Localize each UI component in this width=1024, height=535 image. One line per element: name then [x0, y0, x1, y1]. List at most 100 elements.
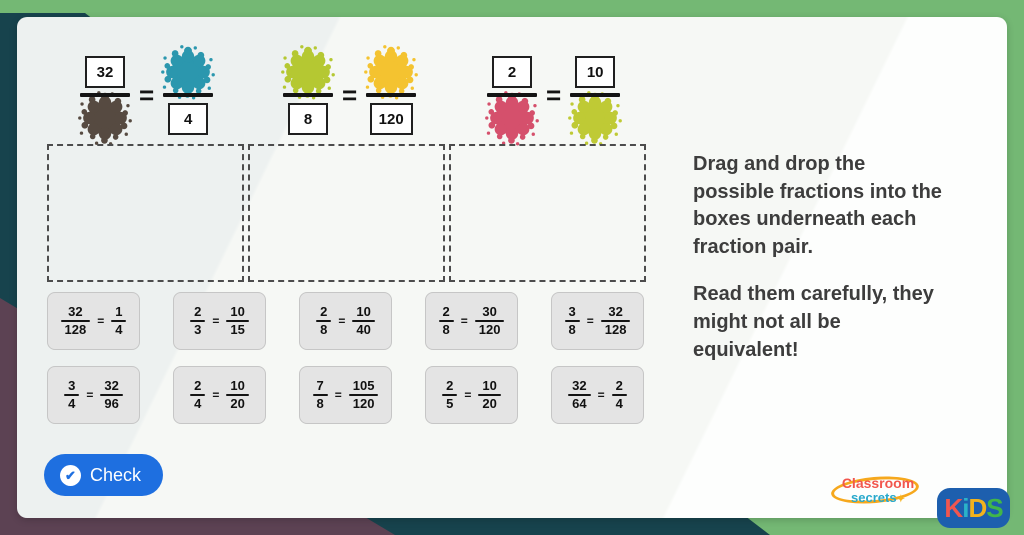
card-numerator: 10 — [482, 377, 497, 393]
card-numerator: 10 — [356, 303, 371, 319]
kids-letter-d: D — [968, 493, 987, 523]
secrets-logo-text: secrets✦ — [851, 490, 905, 505]
yellow-splat-icon — [364, 45, 419, 100]
check-button[interactable]: ✔ Check — [44, 454, 164, 496]
card-numerator: 1 — [115, 303, 123, 319]
card-numerator: 105 — [352, 377, 375, 393]
card-denominator: 4 — [615, 396, 623, 411]
equals-sign: = — [342, 80, 358, 110]
instructions-paragraph-1: Drag and drop the possible fractions int… — [693, 153, 942, 258]
instructions-text: Drag and drop the possible fractions int… — [693, 151, 993, 384]
card-denominator: 5 — [446, 396, 454, 411]
equals-sign: = — [586, 314, 594, 328]
card-denominator: 8 — [442, 322, 450, 337]
lime-splat-icon — [568, 91, 623, 146]
card-numerator: 10 — [230, 377, 245, 393]
card-denominator: 120 — [352, 396, 375, 411]
brown-splat-icon — [78, 91, 132, 146]
fraction-pair-2: 8 = 120 — [280, 45, 419, 142]
denominator-box: 4 — [168, 103, 209, 135]
card-denominator: 8 — [568, 322, 576, 337]
drop-zone-3[interactable] — [449, 144, 646, 282]
card-numerator: 32 — [68, 303, 83, 319]
card-denominator: 40 — [356, 322, 371, 337]
check-circle-icon: ✔ — [60, 464, 81, 486]
equals-sign: = — [97, 314, 105, 328]
card-numerator: 32 — [104, 377, 119, 393]
classroom-secrets-logo: Classroom secrets✦ — [830, 473, 925, 516]
card-numerator: 3 — [568, 303, 576, 319]
pair3-left-fraction: 2 — [484, 48, 540, 146]
star-icon: ✦ — [896, 494, 905, 505]
card-numerator: 2 — [446, 377, 454, 393]
card-denominator: 20 — [230, 396, 245, 411]
denominator-box: 8 — [288, 103, 328, 135]
fraction-bar — [163, 93, 214, 97]
fraction-card-1[interactable]: 32 128 = 1 4 — [47, 292, 140, 350]
card-numerator: 2 — [194, 377, 202, 393]
card-numerator: 3 — [68, 377, 76, 393]
card-numerator: 30 — [482, 303, 497, 319]
equals-sign: = — [460, 314, 468, 328]
fraction-pair-1: 32 = 4 — [77, 45, 216, 146]
fraction-card-6[interactable]: 3 4 = 32 96 — [47, 366, 140, 424]
card-denominator: 3 — [194, 322, 202, 337]
check-button-label: Check — [90, 464, 142, 485]
fraction-bar — [570, 93, 621, 97]
card-denominator: 4 — [115, 322, 123, 337]
card-denominator: 128 — [604, 322, 627, 337]
pair1-left-fraction: 32 — [77, 48, 133, 146]
fraction-card-5[interactable]: 3 8 = 32 128 — [551, 292, 644, 350]
drop-zone-2[interactable] — [248, 144, 445, 282]
kids-letter-s: S — [986, 493, 1003, 523]
card-numerator: 2 — [320, 303, 328, 319]
pair2-right-fraction: 120 — [363, 45, 419, 142]
pink-splat-icon — [485, 91, 539, 146]
equals-sign: = — [86, 388, 94, 402]
card-numerator: 7 — [316, 377, 324, 393]
card-numerator: 2 — [194, 303, 202, 319]
equals-sign: = — [334, 388, 342, 402]
equals-sign: = — [139, 80, 155, 110]
card-denominator: 15 — [230, 322, 245, 337]
fraction-pair-3: 2 = 10 — [484, 48, 623, 146]
equals-sign: = — [212, 314, 220, 328]
pair2-left-fraction: 8 — [280, 45, 336, 142]
equals-sign: = — [338, 314, 346, 328]
numerator-box: 2 — [492, 56, 532, 88]
fraction-card-2[interactable]: 2 3 = 10 15 — [173, 292, 266, 350]
fraction-bar — [366, 93, 417, 97]
drop-zone-1[interactable] — [47, 144, 244, 282]
card-numerator: 2 — [615, 377, 623, 393]
equals-sign: = — [546, 80, 562, 110]
card-denominator: 64 — [572, 396, 587, 411]
fraction-card-3[interactable]: 2 8 = 10 40 — [299, 292, 392, 350]
card-denominator: 4 — [68, 396, 76, 411]
card-numerator: 10 — [230, 303, 245, 319]
instructions-paragraph-2: Read them carefully, they might not all … — [693, 283, 934, 361]
numerator-box: 10 — [575, 56, 616, 88]
pair1-right-fraction: 4 — [160, 45, 216, 142]
card-numerator: 32 — [608, 303, 623, 319]
teal-splat-icon — [161, 45, 216, 100]
card-denominator: 128 — [64, 322, 87, 337]
pair3-right-fraction: 10 — [567, 48, 623, 146]
card-denominator: 96 — [104, 396, 119, 411]
lime-splat-icon — [281, 45, 335, 100]
card-denominator: 4 — [194, 396, 202, 411]
numerator-box: 32 — [85, 56, 125, 88]
fraction-card-7[interactable]: 2 4 = 10 20 — [173, 366, 266, 424]
card-numerator: 32 — [572, 377, 587, 393]
equals-sign: = — [212, 388, 220, 402]
kids-letter-i: i — [962, 493, 969, 523]
fraction-bar — [487, 93, 537, 97]
card-denominator: 20 — [482, 396, 497, 411]
card-denominator: 8 — [320, 322, 328, 337]
fraction-bar — [80, 93, 130, 97]
